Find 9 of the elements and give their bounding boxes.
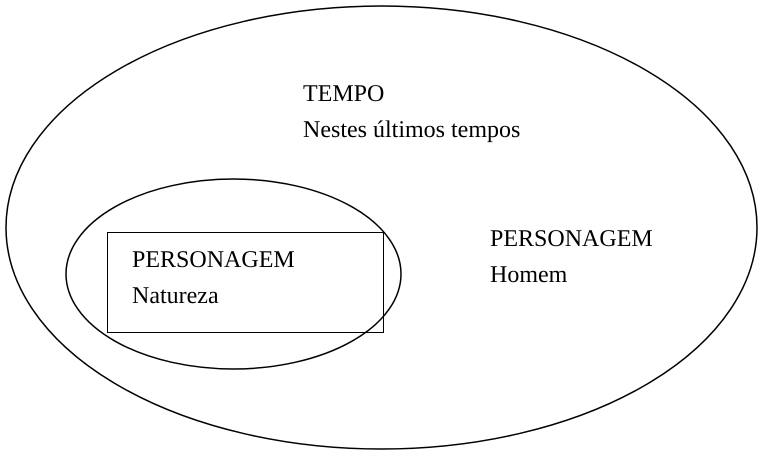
subtitle-text: Nestes últimos tempos (303, 116, 520, 144)
heading-text: PERSONAGEM (132, 246, 295, 274)
heading-text: TEMPO (303, 80, 384, 108)
ellipse-region (5, 5, 758, 450)
rectangle-box (107, 232, 384, 333)
subtitle-text: Natureza (132, 282, 219, 310)
heading-text: PERSONAGEM (490, 225, 653, 253)
subtitle-text: Homem (490, 261, 568, 289)
ellipse-region (65, 178, 402, 370)
